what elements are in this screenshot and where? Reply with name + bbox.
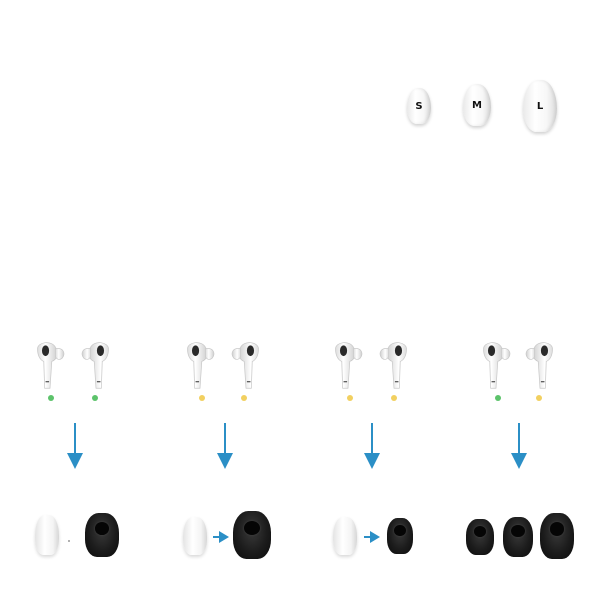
foam-tip-icon: [233, 511, 271, 559]
earbud-icon: [522, 340, 558, 390]
tip-size-label: S: [415, 100, 423, 112]
tip-size-label: L: [536, 100, 544, 112]
scenario-2: [175, 335, 285, 575]
silicone-tip-icon: [35, 515, 59, 555]
foam-tip-icon: [85, 513, 119, 557]
status-dot-icon: [92, 395, 98, 401]
tip-size-label: M: [472, 99, 482, 111]
down-arrow-icon: [362, 423, 382, 469]
earbud-icon: [376, 340, 412, 390]
foam-tip-icon: [387, 518, 413, 554]
separator-dot: [68, 540, 70, 542]
earbud-icon: [78, 340, 114, 390]
down-arrow-icon: [215, 423, 235, 469]
earbud-icon: [478, 340, 514, 390]
status-dot-icon: [495, 395, 501, 401]
right-arrow-icon: [213, 531, 229, 543]
foam-tip-icon: [466, 519, 494, 555]
status-dot-icon: [48, 395, 54, 401]
down-arrow-icon: [509, 423, 529, 469]
status-dot-icon: [199, 395, 205, 401]
tip-size-s: S: [407, 88, 431, 124]
status-dot-icon: [536, 395, 542, 401]
tip-size-m: M: [463, 84, 491, 126]
scenario-3: [325, 335, 435, 575]
earbud-icon: [228, 340, 264, 390]
status-dot-icon: [391, 395, 397, 401]
scenario-1: [25, 335, 135, 575]
down-arrow-icon: [65, 423, 85, 469]
earbud-icon: [32, 340, 68, 390]
status-dot-icon: [347, 395, 353, 401]
status-dot-icon: [241, 395, 247, 401]
foam-tip-icon: [503, 517, 533, 557]
foam-tip-icon: [540, 513, 574, 559]
right-arrow-icon: [364, 531, 380, 543]
scenario-4: [466, 335, 580, 575]
silicone-tip-icon: [183, 517, 207, 555]
earbud-icon: [330, 340, 366, 390]
tip-size-l: L: [523, 80, 557, 132]
earbud-icon: [182, 340, 218, 390]
silicone-tip-icon: [333, 517, 357, 555]
